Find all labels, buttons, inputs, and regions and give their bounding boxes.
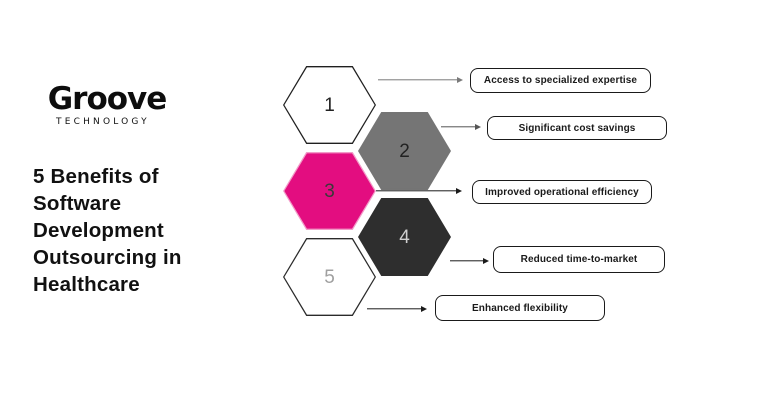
hexagon-number: 5 [324,266,335,288]
hexagon-fill: 2 [359,113,450,189]
benefit-label-4: Reduced time-to-market [493,246,665,273]
arrow-head-icon [456,188,462,194]
hexagon-number: 1 [324,94,335,116]
hexagon-number: 4 [399,226,410,248]
connector-arrow-5 [367,305,427,313]
arrow-shaft [376,190,456,192]
benefit-label-2: Significant cost savings [487,116,667,140]
arrow-head-icon [483,258,489,264]
connector-arrow-2 [441,123,481,131]
hexagon-benefit-4: 4 [358,198,451,276]
brand-logo: Groove TECHNOLOGY [44,82,170,127]
hexagon-benefit-3: 3 [283,152,376,230]
connector-arrow-4 [450,257,489,265]
title-line: Development [33,219,164,242]
hexagon-benefit-5: 5 [283,238,376,316]
connector-arrow-3 [376,187,462,195]
title-line: Healthcare [33,273,140,296]
brand-subtitle: TECHNOLOGY [56,117,150,127]
benefit-label-5: Enhanced flexibility [435,295,605,321]
arrow-shaft [367,308,421,310]
arrow-head-icon [457,77,463,83]
arrow-shaft [378,79,457,81]
connector-arrow-1 [378,76,463,84]
hexagon-fill: 3 [284,153,375,229]
title-line: Software [33,192,122,215]
hexagon-fill: 4 [359,199,450,275]
hexagon-number: 2 [399,140,410,162]
title-line: Outsourcing in [33,246,182,269]
brand-name: Groove [47,81,168,117]
hexagon-fill: 1 [284,67,375,143]
arrow-head-icon [421,306,427,312]
hexagon-benefit-2: 2 [358,112,451,190]
hexagon-number: 3 [324,180,335,202]
arrow-shaft [450,260,483,262]
arrow-head-icon [475,124,481,130]
page-title: 5 Benefits of Software Development Outso… [33,163,223,298]
hexagon-fill: 5 [284,239,375,315]
title-line: 5 Benefits of [33,165,159,188]
benefit-label-1: Access to specialized expertise [470,68,651,93]
arrow-shaft [441,126,475,128]
benefit-label-3: Improved operational efficiency [472,180,652,204]
hexagon-benefit-1: 1 [283,66,376,144]
